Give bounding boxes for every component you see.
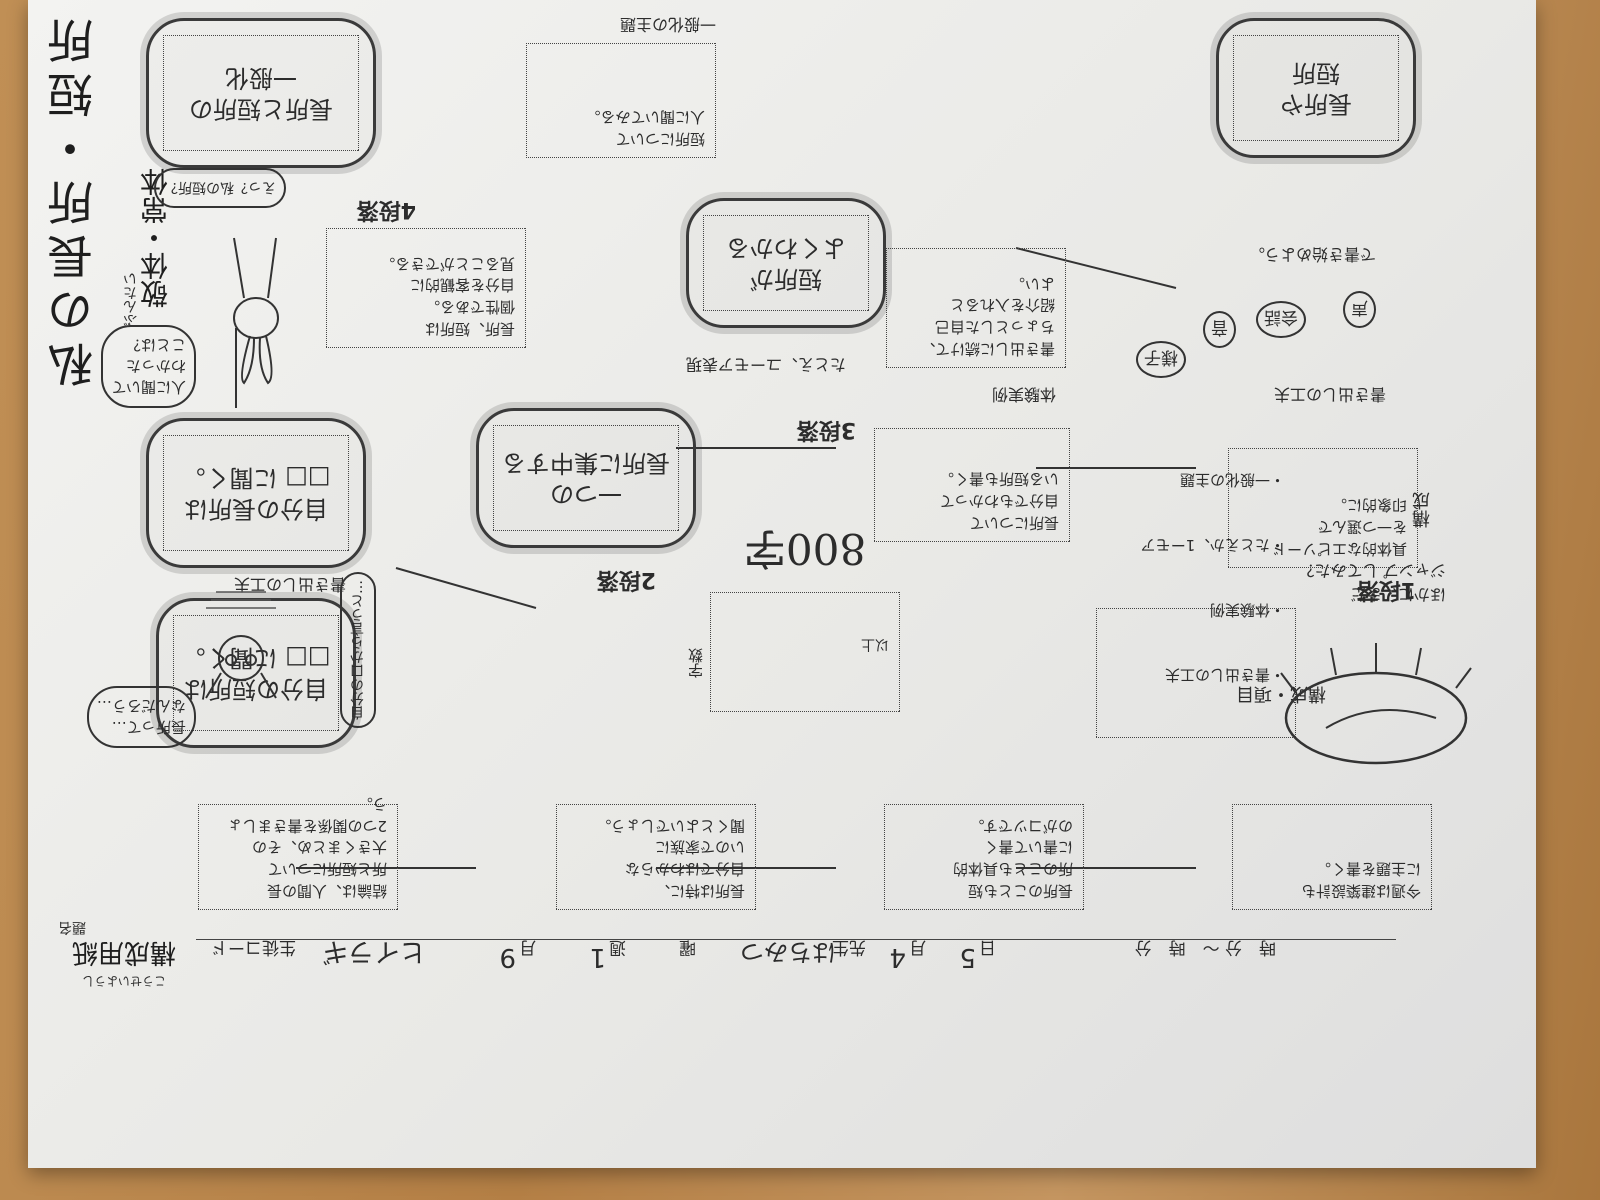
rabbit-doodle-icon — [233, 237, 279, 385]
teacher-name: はちみつ — [740, 938, 836, 966]
para2-heading: 体験実例 — [991, 385, 1056, 404]
para1-cloud-text: 自分の長所は □□ に聞く。 — [163, 435, 349, 551]
para4-cloud-text: 長所と短所の 一般化 — [163, 35, 359, 151]
week-value: 1 — [589, 942, 606, 972]
section-3-label: 3段落 — [796, 417, 856, 442]
arrow-p4-up — [1015, 247, 1177, 289]
section-2-label: 2段落 — [596, 567, 656, 592]
conclusion-box-2: 長所のことも短 所のことも具体的 に書いて書く のがコツです。 — [884, 804, 1084, 910]
date-month-unit: 月 — [909, 937, 926, 957]
para2-box: 長所について 自分でもわかって いる短所も書く。 — [874, 428, 1070, 542]
date-month: 4 — [889, 942, 906, 972]
structure-bubbles: 声 会話 音 様子 — [1136, 278, 1386, 378]
word-count-box: 以上 800字 — [710, 524, 900, 712]
header-row: 生徒コード ヒイラギ 9 月 1 週 曜 はちみつ 先生 4 月 5 日 時 分… — [196, 936, 1396, 972]
week-unit: 週 — [609, 937, 626, 957]
month-value: 9 — [499, 942, 516, 972]
intro-item-2: ・体験実例 — [1209, 601, 1285, 620]
code-value: ヒイラギ — [321, 936, 426, 966]
para4-box: 長所、短所は 個性である。 自分を客観的に 見ることができる。 — [326, 228, 526, 348]
arrow-center-diag — [395, 567, 537, 609]
para2-cloud: 一つの 長所に集中する — [476, 408, 696, 548]
para3-box: 短所について 人に聞いてみる。 — [526, 43, 716, 158]
topic-label: 題名 — [58, 919, 86, 935]
form-name-ruby: こうせいようし — [82, 974, 166, 988]
section-4-label: 4段落 — [356, 197, 416, 222]
teacher-unit: 先生 — [832, 937, 866, 957]
word-count-suffix: 以上 — [861, 635, 889, 652]
month-unit: 月 — [519, 937, 536, 957]
bubble-sound: 音 — [1203, 311, 1236, 348]
structure-box-2: 書き出しに続けて、 ちょっとした自己 紹介を入れると よい。 — [886, 248, 1066, 368]
form-name: 構成用紙 — [71, 937, 176, 967]
connector-arrows — [235, 247, 1196, 869]
intro-items-box: ・書き出しの工夫 ・体験実例 ・たとえか、1ーモア ・一般化の主題 — [1096, 471, 1296, 738]
weekday-unit: 曜 — [679, 937, 696, 957]
bug-doodle-icon — [1280, 643, 1472, 765]
para3-cloud: 短所が よくわかる — [686, 198, 886, 328]
bubble-scene: 様子 — [1136, 341, 1186, 378]
date-day-unit: 日 — [979, 937, 996, 957]
worksheet-paper: 私の長所・短所 ぶんたい 敬体・常体 こうせいようし 構成用紙 題名 生徒コード… — [28, 0, 1536, 1168]
creature-speech: 長所って… なんだろう… — [86, 686, 196, 748]
structure-cloud: 長所や 短所 — [1216, 18, 1416, 158]
word-count-label: 字数 — [687, 648, 705, 678]
creature-speech-2: 自分の口から言うと… — [340, 572, 376, 728]
bubble-voice: 声 — [1343, 291, 1376, 328]
structure-heading: 構成 — [1412, 492, 1433, 528]
structure-note: で書き始めよう。 — [1248, 245, 1376, 264]
header-underline — [196, 939, 1396, 940]
worksheet-title: 私の長所・短所 — [46, 10, 100, 388]
para4-cloud: 長所と短所の 一般化 — [146, 18, 376, 168]
bubble-talk: 会話 — [1256, 301, 1306, 338]
conclusion-box-4: 結論は、人間の長 所と短所について 大きくまとめ、その 2つの関係を書きましょう… — [198, 795, 398, 910]
para2-cloud-text: 一つの 長所に集中する — [493, 425, 679, 531]
structure-sub-heading: 書き出しの工夫 — [1273, 385, 1386, 404]
rabbit-speech-2: えっ？私の短所？ — [154, 168, 286, 208]
conclusion-box-3: 長所は特に、 自分ではわからな いので家族に 聞くとよいでしょう。 — [556, 804, 756, 910]
para1-cloud: 自分の長所は □□ に聞く。 — [146, 418, 366, 568]
para3-cloud-text: 短所が よくわかる — [703, 215, 869, 311]
section-1-label: 1段落 — [1356, 577, 1416, 602]
intro-item-1: ・書き出しの工夫 — [1164, 666, 1285, 685]
creature-doodle-icon — [205, 591, 277, 699]
para4-heading: 一般化の主題 — [619, 15, 716, 34]
rabbit-speech: 人に聞いて わかった ことは？ — [101, 325, 196, 408]
date-day: 5 — [959, 942, 976, 972]
time-range: 時 分 ～ 時 分 — [1134, 937, 1276, 957]
word-count-value: 800字 — [743, 524, 867, 574]
rotated-content: 私の長所・短所 ぶんたい 敬体・常体 こうせいようし 構成用紙 題名 生徒コード… — [28, 0, 1536, 1168]
structure-box: 具体的なエピソード を一つ選んで 印象的に。 — [1228, 448, 1418, 568]
conclusion-box-1: 今週は建築設計も に主題を書く。 — [1232, 804, 1432, 910]
para3-heading: たとえ、ユーモア表現 — [685, 355, 846, 374]
structure-cloud-text: 長所や 短所 — [1233, 35, 1399, 141]
code-label: 生徒コード — [211, 937, 296, 957]
